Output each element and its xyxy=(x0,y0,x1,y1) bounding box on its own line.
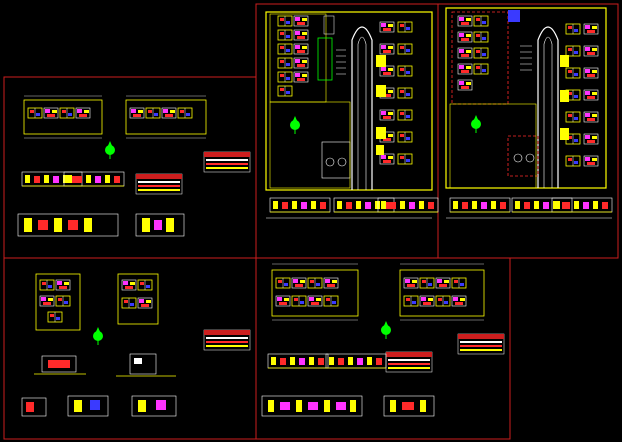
site-plan-a xyxy=(265,11,439,219)
sheet-frames xyxy=(3,3,619,440)
sheet-house-type-details[interactable] xyxy=(4,258,256,439)
house-type-sheet xyxy=(21,273,251,417)
sheet-block-plans-frame xyxy=(255,257,511,440)
sheet-unit-plans[interactable] xyxy=(4,77,256,258)
block-plans-sheet xyxy=(261,263,505,417)
sheet-block-plans[interactable] xyxy=(256,258,510,439)
site-plan-b xyxy=(445,7,613,219)
sheet-site-plan-b[interactable] xyxy=(438,4,618,258)
sheet-site-plan-b-frame xyxy=(437,3,619,259)
unit-plans-sheet xyxy=(17,95,251,237)
sheet-site-plan-a[interactable] xyxy=(256,4,438,258)
